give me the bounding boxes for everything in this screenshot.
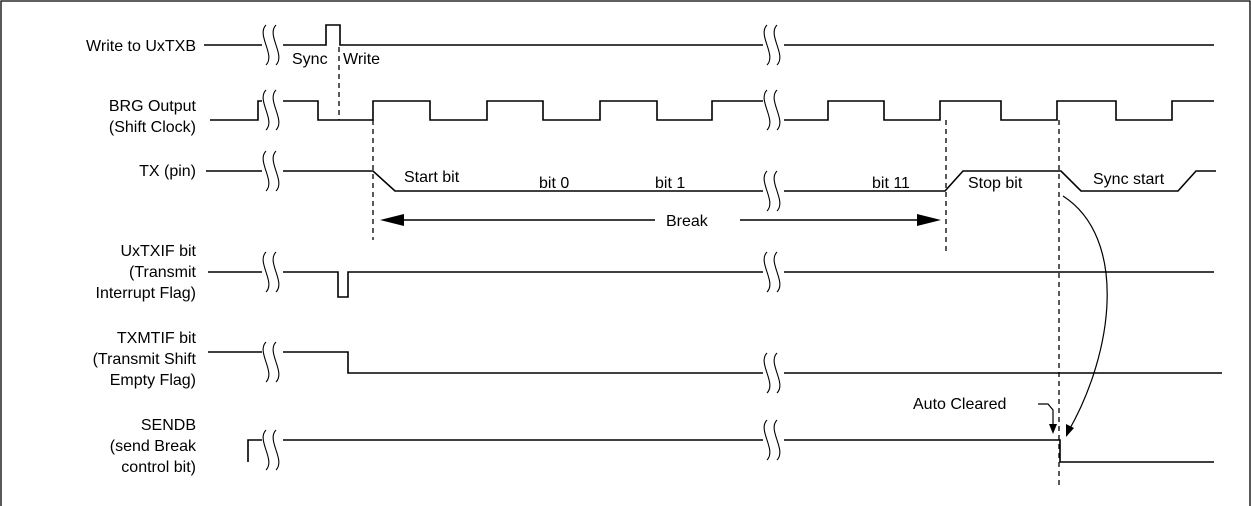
signal-label-write: Write to UxTXB (86, 38, 196, 55)
break-marker-curve (773, 419, 781, 461)
curved-arrow-line (1062, 195, 1108, 433)
annotation-sync: Sync (292, 51, 328, 68)
signal-label-line: BRG Output (109, 98, 197, 115)
waveform-write (204, 24, 1214, 46)
break-marker-curve (262, 24, 270, 66)
break-marker-curve (763, 24, 771, 66)
signal-label-line: TX (pin) (139, 163, 196, 180)
break-marker-curve (773, 352, 781, 394)
signal-label-line: (Shift Clock) (109, 119, 196, 136)
break-marker-curve (272, 429, 280, 471)
annotation-write: Write (343, 51, 380, 68)
waveform-tx (206, 170, 1216, 192)
auto-cleared-leader-line (1038, 403, 1054, 428)
annotation-bit0: bit 0 (539, 175, 569, 192)
signal-label-uxtxif: UxTXIF bit (Transmit Interrupt Flag) (96, 243, 197, 302)
waveform-brg (210, 100, 1214, 121)
auto-cleared-arrow-icon (1049, 424, 1057, 434)
waveform-txmtif (208, 351, 1222, 374)
annotation-bit1: bit 1 (655, 175, 685, 192)
break-marker-curve (262, 251, 270, 293)
break-marker-curve (773, 89, 781, 131)
annotation-stop-bit: Stop bit (968, 175, 1023, 192)
signal-label-line: control bit) (121, 459, 196, 476)
signal-label-line: TXMTIF bit (117, 330, 197, 347)
break-marker-mask (262, 20, 283, 482)
annotation-sync-start: Sync start (1093, 171, 1165, 188)
break-marker-curve (262, 341, 270, 383)
break-marker-curve (262, 150, 270, 192)
signal-label-line: Write to UxTXB (86, 38, 196, 55)
arrow-left-icon (380, 214, 404, 226)
signal-label-line: SENDB (141, 417, 196, 434)
break-marker-curve (272, 24, 280, 66)
signal-label-txmtif: TXMTIF bit (Transmit Shift Empty Flag) (93, 330, 197, 389)
annotation-auto-cleared: Auto Cleared (913, 396, 1006, 413)
break-marker-curve (763, 89, 771, 131)
signal-label-line: Interrupt Flag) (96, 285, 196, 302)
break-marker-curve (773, 251, 781, 293)
waveform-sendb (247, 439, 1214, 463)
break-marker-curve (763, 419, 771, 461)
break-marker-mask (763, 20, 784, 482)
signal-label-line: (Transmit (129, 264, 197, 281)
signal-label-line: (Transmit Shift (93, 351, 197, 368)
break-marker-curve (272, 251, 280, 293)
break-marker-curve (773, 170, 781, 212)
break-span-arrow (380, 214, 941, 226)
break-marker-curve (262, 429, 270, 471)
break-marker-curve (272, 341, 280, 383)
signal-label-brg: BRG Output (Shift Clock) (109, 98, 197, 136)
signal-label-sendb: SENDB (send Break control bit) (110, 417, 197, 476)
arrow-right-icon (917, 214, 941, 226)
signal-label-line: Empty Flag) (110, 372, 196, 389)
break-marker-curve (272, 89, 280, 131)
curved-arrowhead-icon (1066, 424, 1074, 437)
break-marker-curve (763, 170, 771, 212)
signal-label-line: UxTXIF bit (120, 243, 196, 260)
break-marker-curve (262, 89, 270, 131)
break-marker-left (262, 20, 283, 482)
break-marker-middle (763, 20, 784, 482)
annotation-start-bit: Start bit (404, 169, 460, 186)
signal-label-tx: TX (pin) (139, 163, 196, 180)
break-marker-curve (763, 251, 771, 293)
break-marker-curve (773, 24, 781, 66)
break-marker-curve (272, 150, 280, 192)
annotation-bit11: bit 11 (872, 175, 910, 192)
waveform-uxtxif (208, 271, 1214, 298)
signal-label-line: (send Break (110, 438, 197, 455)
break-marker-curve (763, 352, 771, 394)
annotation-break: Break (666, 213, 709, 230)
